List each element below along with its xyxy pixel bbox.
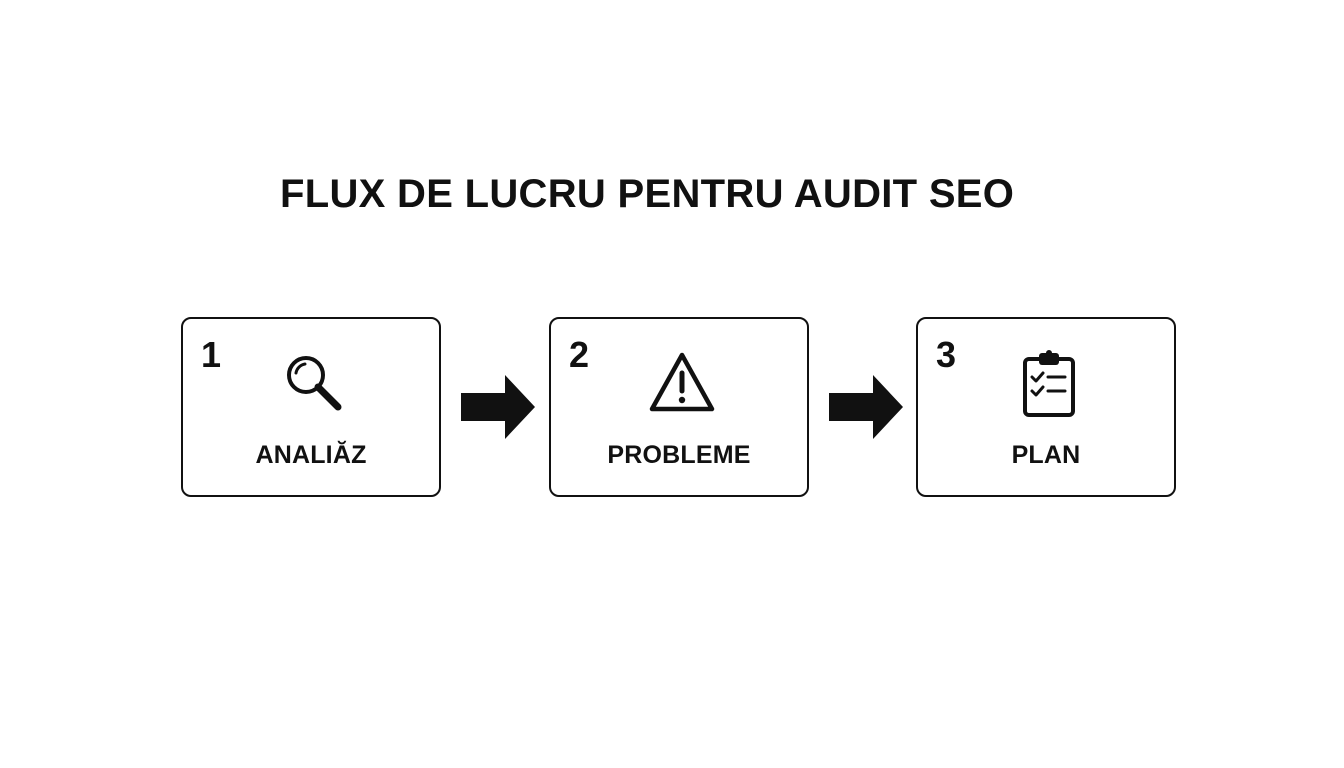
step-label-3: PLAN	[1011, 441, 1081, 469]
magnifying-glass-icon	[280, 349, 348, 417]
clipboard-checklist-icon	[1015, 349, 1083, 417]
step-number-2: 2	[569, 334, 590, 375]
step-number-3: 3	[936, 334, 957, 375]
step-label-2: PROBLEME	[607, 441, 751, 469]
step-box-1: 1 ANALIĂZ	[181, 317, 441, 497]
arrow-right-icon	[459, 373, 537, 441]
step-number-1: 1	[201, 334, 222, 375]
arrow-right-icon	[827, 373, 905, 441]
warning-triangle-icon	[648, 349, 716, 417]
diagram-title: FLUX DE LUCRU PENTRU AUDIT SEO	[280, 172, 1015, 216]
step-box-2: 2 PROBLEME	[549, 317, 809, 497]
step-label-1: ANALIĂZ	[255, 441, 367, 469]
step-box-3: 3 PLAN	[916, 317, 1176, 497]
